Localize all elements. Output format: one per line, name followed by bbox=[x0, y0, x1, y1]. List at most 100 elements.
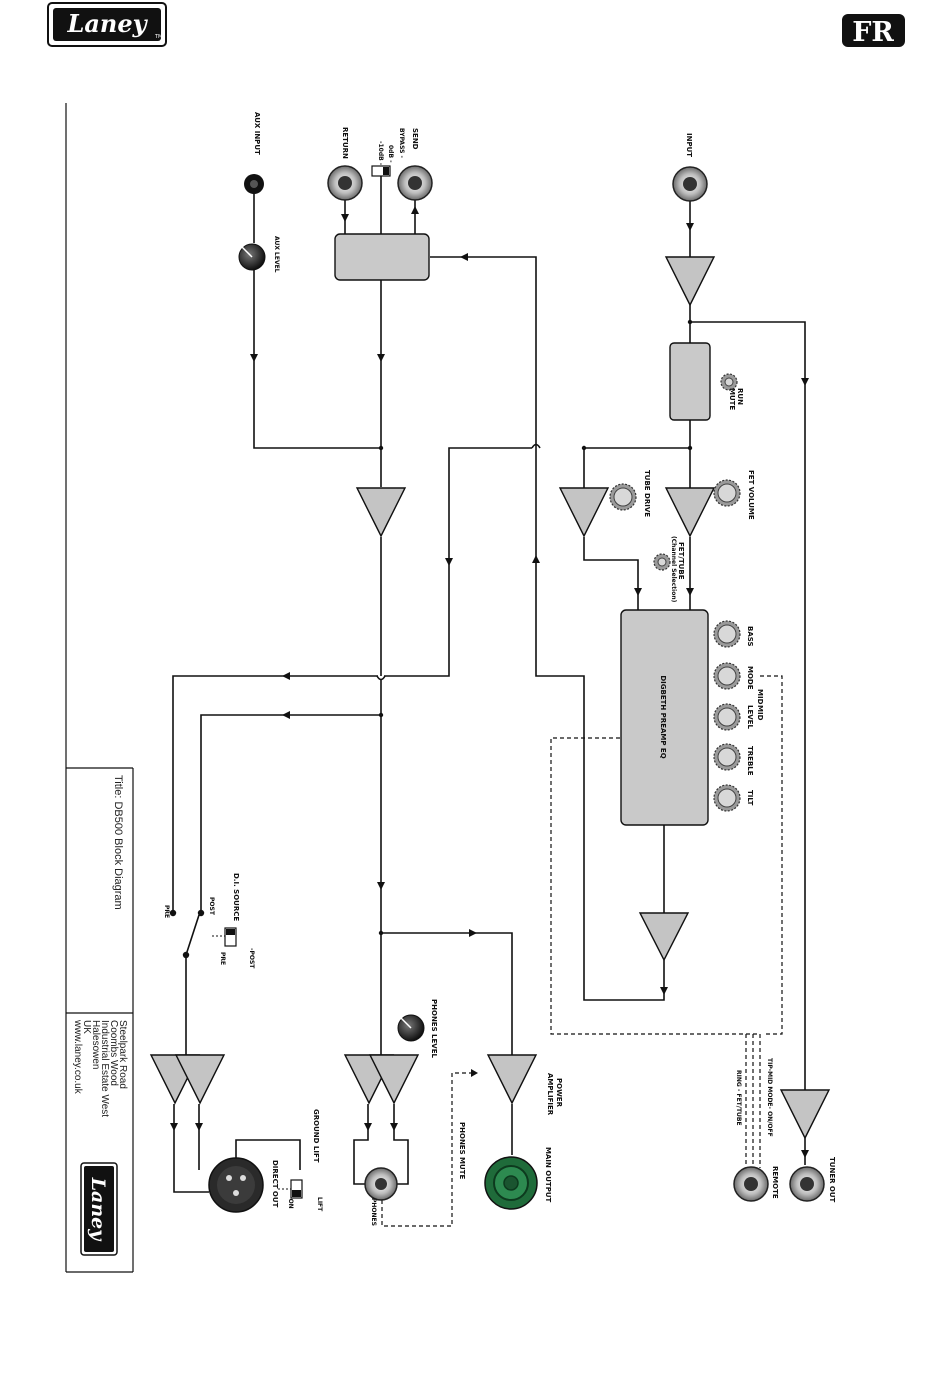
mid-mode-label-2: MODE bbox=[746, 666, 754, 690]
input-jack-icon bbox=[672, 166, 708, 202]
svg-text:Laney: Laney bbox=[66, 9, 148, 38]
svg-text:Laney: Laney bbox=[87, 1177, 109, 1243]
preamp-eq-block bbox=[620, 609, 709, 826]
wire-crossovers bbox=[376, 443, 541, 681]
run-mute-knob-icon bbox=[720, 373, 738, 391]
ground-lift-label: GROUND LIFT bbox=[312, 1109, 320, 1163]
mid-level-knob-icon bbox=[713, 703, 741, 731]
fet-volume-knob-icon bbox=[713, 479, 741, 507]
aux-input-label: AUX INPUT bbox=[253, 112, 261, 155]
return-jack-icon bbox=[327, 165, 363, 201]
signal-arrows bbox=[170, 206, 809, 1158]
diagram-title: Title: DB500 Block Diagram bbox=[112, 775, 124, 910]
ring-fet-tube-label: RING - FET/TUBE bbox=[735, 1070, 742, 1126]
tube-drive-knob-icon bbox=[609, 483, 637, 511]
remote-jack-icon bbox=[733, 1166, 769, 1202]
post-label: POST bbox=[208, 897, 215, 916]
run-label: RUN bbox=[736, 388, 744, 405]
svg-text:FR: FR bbox=[852, 17, 894, 48]
svg-text:UK: UK bbox=[81, 1020, 92, 1034]
send-jack-icon bbox=[397, 165, 433, 201]
power-amplifier-label-1: POWER bbox=[555, 1078, 563, 1108]
lift-label: LIFT bbox=[316, 1197, 323, 1212]
fx-loop-block bbox=[334, 233, 430, 281]
phones-level-label: PHONES LEVEL bbox=[430, 999, 438, 1058]
phones-amplifier-right-icon bbox=[368, 1054, 420, 1105]
svg-text:Halesowen: Halesowen bbox=[90, 1020, 101, 1069]
processing-blocks: DIGBETH PREAMP EQ bbox=[334, 233, 711, 826]
bass-knob-icon bbox=[713, 620, 741, 648]
di-source-switch-icon bbox=[224, 927, 237, 947]
fet-tube-knob-icon bbox=[653, 553, 671, 571]
title-block: Title: DB500 Block Diagram Steelpark Roa… bbox=[65, 103, 134, 1273]
mid-level-label-2: LEVEL bbox=[746, 705, 754, 729]
return-label: RETURN bbox=[341, 127, 349, 159]
tuner-out-amplifier-icon bbox=[779, 1089, 831, 1140]
switches bbox=[212, 165, 391, 1199]
treble-label: TREBLE bbox=[746, 746, 754, 776]
bass-label: BASS bbox=[746, 626, 754, 647]
preamp-output-amplifier-icon bbox=[638, 912, 690, 962]
svg-text:Steelpark Road: Steelpark Road bbox=[117, 1020, 128, 1089]
direct-out-label: DIRECT OUT bbox=[271, 1160, 279, 1208]
bypass-switch-icon bbox=[371, 165, 391, 177]
phones-jack-icon bbox=[364, 1167, 398, 1201]
svg-text:www.laney.co.uk: www.laney.co.uk bbox=[72, 1019, 83, 1095]
phones-mute-label: PHONES MUTE bbox=[458, 1122, 466, 1179]
speakon-socket-icon bbox=[484, 1156, 538, 1210]
channel-selection-label: (Channel Selection) bbox=[670, 536, 677, 603]
svg-text:Coombs Wood: Coombs Wood bbox=[108, 1020, 119, 1086]
power-amplifier-icon bbox=[486, 1054, 538, 1105]
send-label: SEND bbox=[411, 128, 419, 150]
title-block-logo: Laney bbox=[80, 1162, 118, 1256]
control-dashed-lines bbox=[381, 675, 783, 1227]
di-source-label: D.I. SOURCE bbox=[232, 873, 240, 921]
language-badge: FR bbox=[842, 14, 905, 48]
on-label: - ON bbox=[287, 1194, 294, 1209]
tuner-out-jack-icon bbox=[789, 1166, 825, 1202]
main-output-label: MAIN OUTPUT bbox=[544, 1147, 552, 1203]
aux-level-knob-icon bbox=[238, 243, 266, 271]
svg-text:TM: TM bbox=[154, 34, 162, 40]
phones-label: PHONES bbox=[370, 1198, 377, 1226]
signal-wires bbox=[172, 176, 806, 1193]
preamp-eq-label: DIGBETH PREAMP EQ bbox=[659, 675, 667, 758]
aux-input-jack-icon bbox=[244, 174, 264, 194]
brand-logo: Laney TM bbox=[47, 2, 167, 47]
tube-drive-label: TUBE DRIVE bbox=[643, 470, 651, 517]
post-switch-label: -POST bbox=[248, 948, 255, 969]
aux-level-label: AUX LEVEL bbox=[273, 236, 280, 273]
mute-block bbox=[669, 342, 711, 421]
input-label: INPUT bbox=[685, 133, 693, 157]
remote-label: REMOTE bbox=[771, 1166, 779, 1199]
pre-switch-label: PRE bbox=[219, 952, 226, 965]
control-knobs bbox=[238, 243, 741, 1042]
tilt-knob-icon bbox=[713, 784, 741, 812]
mid-mode-knob-icon bbox=[713, 662, 741, 690]
tuner-out-label: TUNER OUT bbox=[828, 1157, 836, 1203]
power-amplifier-label-2: AMPLIFIER bbox=[546, 1073, 554, 1116]
mid-level-label-1: MID bbox=[756, 705, 764, 721]
tilt-label: TILT bbox=[746, 790, 754, 806]
diagram-labels: INPUT RUN MUTE FET VOLUME TUBE DRIVE FET… bbox=[163, 112, 836, 1226]
amplifier-blocks bbox=[149, 256, 831, 1140]
bypass-label: BYPASS - bbox=[398, 128, 405, 159]
phones-level-knob-icon bbox=[397, 1014, 425, 1042]
di-amplifier-right-icon bbox=[174, 1054, 226, 1105]
zero-db-label: 0dB - bbox=[387, 145, 394, 163]
mid-mode-label-1: MID bbox=[756, 689, 764, 705]
pre-label: PRE bbox=[163, 905, 170, 918]
company-address: Steelpark Road Coombs Wood Industrial Es… bbox=[72, 1019, 128, 1117]
treble-knob-icon bbox=[713, 743, 741, 771]
junction-dots bbox=[169, 319, 693, 959]
mute-label: MUTE bbox=[728, 388, 736, 410]
xlr-socket-icon bbox=[208, 1157, 264, 1213]
mix-amplifier-icon bbox=[355, 487, 407, 538]
svg-text:Industrial Estate West: Industrial Estate West bbox=[99, 1020, 110, 1117]
fet-volume-amplifier-icon bbox=[664, 487, 716, 538]
fet-volume-label: FET VOLUME bbox=[747, 470, 755, 520]
tip-mid-mode-label: TIP-MID MODE- ON/OFF bbox=[766, 1058, 773, 1137]
jack-sockets bbox=[208, 165, 825, 1213]
fet-tube-label: FET/TUBE bbox=[677, 542, 685, 580]
